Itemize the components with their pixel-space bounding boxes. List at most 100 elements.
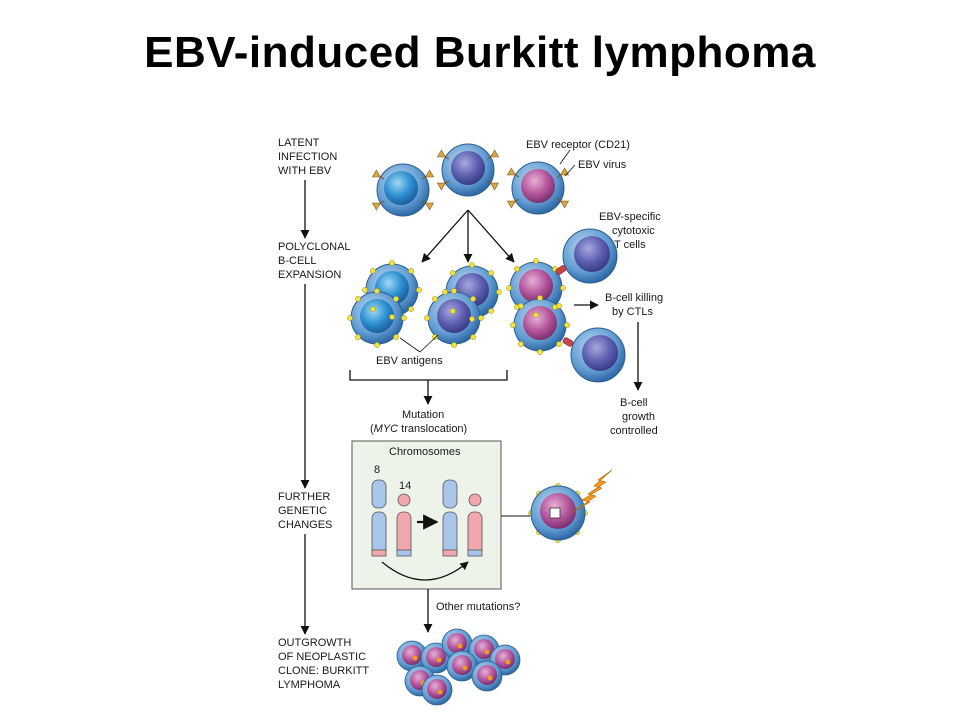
ebv-antigen-dot (432, 334, 438, 340)
label-growth-line2: growth (622, 411, 655, 423)
ebv-antigen-dot (374, 342, 380, 348)
lymphoma-clone-cluster (396, 628, 521, 706)
ebv-antigen-dot (469, 262, 475, 268)
stage-latent-line1: LATENT (278, 137, 320, 149)
expansion-branch-arrows (421, 209, 515, 263)
infected-b-cells-top (371, 143, 570, 217)
ebv-antigen-dot (478, 315, 484, 321)
stage-polyclonal-line3: EXPANSION (278, 269, 341, 281)
chromosome-14-after (467, 493, 483, 557)
ebv-antigen-dot (393, 296, 399, 302)
stage-latent-line2: INFECTION (278, 151, 337, 163)
label-chr-14: 14 (399, 480, 411, 492)
ebv-virus-particle (436, 180, 450, 191)
chromosome-8-before (371, 479, 387, 557)
label-other-mutations: Other mutations? (436, 601, 520, 613)
ebv-antigen-dot (442, 289, 448, 295)
stage-outgrowth-line4: LYMPHOMA (278, 679, 341, 691)
ebv-antigen-dot (469, 316, 475, 322)
ebv-antigen-dot (496, 289, 502, 295)
ebv-virus-particle (506, 167, 520, 178)
ebv-virus-particle (506, 198, 520, 209)
stage-polyclonal-line1: POLYCLONAL (278, 241, 351, 253)
ebv-antigen-dot (355, 296, 361, 302)
ebv-antigen-dot (370, 268, 376, 274)
stage-polyclonal-line2: B-CELL (278, 255, 317, 267)
ebv-antigen-dot (514, 266, 520, 272)
b-cell-purple-top (441, 143, 495, 197)
ebv-antigen-dot (510, 322, 516, 328)
ebv-antigen-dot (389, 314, 395, 320)
stage-further-line1: FURTHER (278, 491, 330, 503)
label-killing-line1: B-cell killing (605, 292, 663, 304)
ebv-antigen-dot (408, 268, 414, 274)
ebv-antigen-dot (416, 287, 422, 293)
lymphoma-cell (421, 674, 453, 706)
stage-further-genetic-changes: FURTHER GENETIC CHANGES (278, 491, 332, 531)
stage-latent-infection: LATENT INFECTION WITH EBV (278, 137, 337, 177)
ebv-antigen-dot (393, 334, 399, 340)
ebv-antigen-dot (533, 312, 539, 318)
ctl-contacts (555, 265, 574, 347)
label-myc-translocation: (MYC translocation) (370, 423, 467, 435)
arrow-curved-swap (381, 561, 469, 581)
stage-further-line3: CHANGES (278, 519, 332, 531)
ebv-antigen-dot (556, 341, 562, 347)
lymphoma-cell (446, 650, 478, 682)
ebv-virus-particle (421, 200, 435, 211)
b-cell-pink-top (511, 161, 565, 215)
ebv-antigen-dot (408, 306, 414, 312)
ebv-antigen-dot (537, 295, 543, 301)
ebv-antigen-dot (374, 288, 380, 294)
lymphoma-cell (471, 660, 503, 692)
mutated-b-cell (530, 485, 586, 541)
chromosome-14-before (396, 493, 412, 557)
cytotoxic-t-cells (555, 228, 626, 383)
chromosome-8-after (442, 479, 458, 557)
pointer-receptor (559, 149, 571, 165)
ebv-virus-particle (556, 198, 570, 209)
ebv-antigen-dot (470, 334, 476, 340)
ebv-virus-particle (556, 167, 570, 178)
t-cell-bottom (570, 327, 626, 383)
b-cell-blue-front (350, 291, 404, 345)
label-chromosomes: Chromosomes (389, 446, 461, 458)
stage-outgrowth-line3: CLONE: BURKITT (278, 665, 369, 677)
ebv-virus-particle (371, 169, 385, 180)
ebv-antigen-dot (488, 308, 494, 314)
ebv-antigen-dot (362, 287, 368, 293)
label-killing-line2: by CTLs (612, 306, 653, 318)
ebv-antigen-dot (537, 349, 543, 355)
page-title: EBV-induced Burkitt lymphoma (144, 28, 816, 77)
ebv-antigen-dot (564, 322, 570, 328)
lightning-bolt-icon (569, 469, 613, 515)
ebv-antigen-dot (450, 270, 456, 276)
label-ctl-line2: cytotoxic (612, 225, 655, 237)
ebv-antigen-dot (451, 288, 457, 294)
ebv-antigen-dot (424, 315, 430, 321)
ebv-antigen-dot (450, 308, 456, 314)
b-cell-pink-front (513, 298, 567, 352)
t-cell-top (562, 228, 618, 284)
bracket (349, 370, 508, 381)
expanded-b-cells (347, 258, 588, 543)
label-ebv-virus: EBV virus (578, 159, 627, 171)
ebv-antigen-dot (470, 296, 476, 302)
label-chr-8: 8 (374, 464, 380, 476)
label-ebv-antigens: EBV antigens (376, 355, 443, 367)
label-growth-line1: B-cell (620, 397, 648, 409)
stage-latent-line3: WITH EBV (278, 165, 332, 177)
stage-outgrowth-line1: OUTGROWTH (278, 637, 351, 649)
ebv-antigen-dot (518, 341, 524, 347)
ebv-virus-particle (486, 149, 500, 160)
chromosomes (371, 479, 483, 557)
ebv-antigen-dot (556, 303, 562, 309)
ebv-virus-particle (486, 180, 500, 191)
ebv-antigen-dot (506, 285, 512, 291)
ebv-antigen-dot (432, 296, 438, 302)
ebv-antigen-dot (560, 285, 566, 291)
ebv-antigen-dot (518, 303, 524, 309)
b-cell-blue-top (376, 163, 430, 217)
ebv-antigen-dot (370, 306, 376, 312)
